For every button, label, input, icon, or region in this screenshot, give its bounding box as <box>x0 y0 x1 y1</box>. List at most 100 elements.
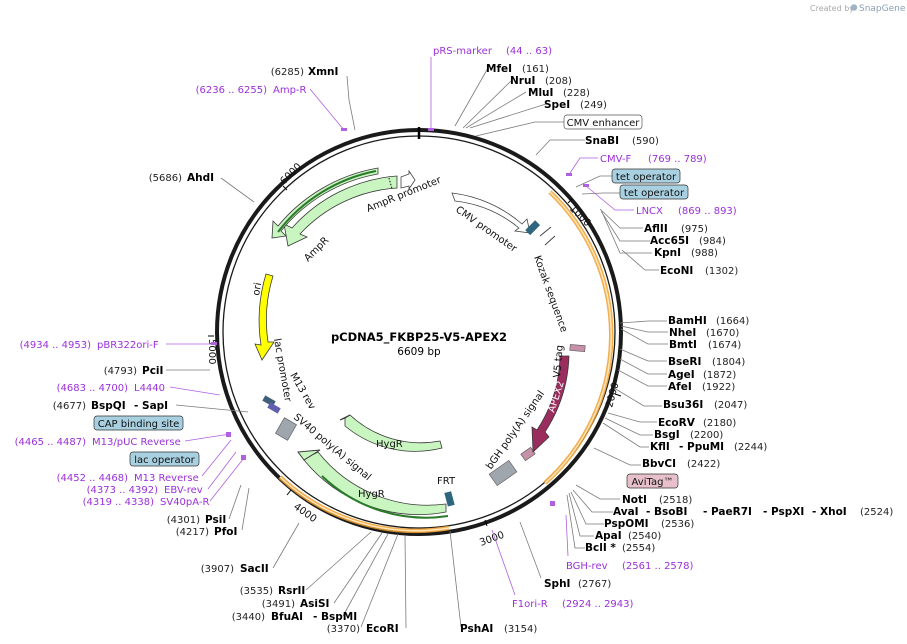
primer-m13rev-pos: (4452 .. 4468) <box>57 473 129 484</box>
site-kfli[interactable]: KflI <box>650 441 670 453</box>
primer-prsmarker[interactable]: pRS-marker <box>433 46 493 57</box>
site-ecorv[interactable]: EcoRV <box>658 417 696 429</box>
primer-bghrev[interactable]: BGH-rev <box>566 561 608 572</box>
primer-m13rev[interactable]: M13 Reverse <box>134 473 199 484</box>
cmv-enhancer-box[interactable] <box>563 114 643 130</box>
site-bfuai[interactable]: BfuAI <box>271 611 303 623</box>
site-bseri-pos: (1804) <box>712 357 745 368</box>
site-bsgi[interactable]: BsgI <box>654 429 680 441</box>
feature-ampr[interactable] <box>271 167 379 239</box>
site-bseri[interactable]: BseRI <box>668 356 701 368</box>
site-bsu36i[interactable]: Bsu36I <box>663 399 703 411</box>
site-rsrii[interactable]: RsrII <box>278 585 305 597</box>
site-xmni[interactable]: XmnI <box>308 66 338 78</box>
primer-l4440[interactable]: L4440 <box>134 383 165 394</box>
site-nrui-pos: (208) <box>545 76 572 87</box>
feature-frt <box>444 491 455 507</box>
site-nrui[interactable]: NruI <box>510 75 535 87</box>
primer-ebvrev[interactable]: EBV-rev <box>164 485 203 496</box>
feature-v5-tag <box>569 344 586 353</box>
site-pspxi[interactable]: - PspXI <box>763 506 804 518</box>
site-bfuai-pos: (3440) <box>232 612 265 623</box>
site-mfei[interactable]: MfeI <box>486 63 512 75</box>
label-kozak: Kozak sequence <box>531 254 569 334</box>
site-bbvci-pos: (2422) <box>687 459 720 470</box>
site-asisi[interactable]: AsiSI <box>300 598 329 610</box>
site-kpni[interactable]: KpnI <box>654 247 681 259</box>
site-sphi[interactable]: SphI <box>544 578 570 590</box>
site-noti[interactable]: NotI <box>622 494 647 506</box>
avitag-box[interactable] <box>626 473 679 489</box>
feature-small-arrow <box>400 169 416 191</box>
site-econi[interactable]: EcoNI <box>660 265 693 277</box>
site-agei[interactable]: AgeI <box>668 369 695 381</box>
lac-operator-box[interactable] <box>129 451 200 467</box>
site-bspqi[interactable]: BspQI <box>91 400 126 412</box>
primer-f1orir-pos: (2924 .. 2943) <box>562 599 634 610</box>
site-xhoi[interactable]: - XhoI <box>812 506 847 518</box>
label-frt: FRT <box>437 476 456 487</box>
site-pshai[interactable]: PshAI <box>460 623 493 635</box>
primer-lines <box>166 57 634 596</box>
site-acc65i-pos: (984) <box>699 236 726 247</box>
tick-3000: 3000 <box>478 530 506 549</box>
site-ecorv-pos: (2180) <box>703 418 736 429</box>
site-pspomi[interactable]: PspOMI <box>604 518 649 530</box>
site-bspmi[interactable]: - BspMI <box>313 611 357 623</box>
site-bsgi-pos: (2200) <box>690 430 723 441</box>
site-snabi[interactable]: SnaBI <box>585 135 619 147</box>
site-pfoi[interactable]: PfoI <box>214 526 237 538</box>
site-avai[interactable]: AvaI <box>613 506 639 518</box>
site-pshai-pos: (3154) <box>504 624 537 635</box>
site-acc65i[interactable]: Acc65I <box>650 235 689 247</box>
cap-binding-site-box[interactable] <box>93 415 184 431</box>
tet-operator-box-2[interactable] <box>619 184 689 200</box>
cmv-enhancer-label: CMV enhancer <box>567 118 641 129</box>
site-mlui[interactable]: MluI <box>528 87 553 99</box>
feature-hygr-2[interactable] <box>303 451 447 515</box>
feature-ampr-promoter[interactable] <box>283 175 398 247</box>
tet-operator-label-1: tet operator <box>616 172 677 183</box>
site-noti-pos: (2518) <box>659 495 692 506</box>
plasmid-name: pCDNA5_FKBP25-V5-APEX2 <box>331 330 507 345</box>
site-nhei[interactable]: NheI <box>669 327 696 339</box>
primer-l4440-pos: (4683 .. 4700) <box>57 383 129 394</box>
credit-prefix: Created by <box>810 4 854 13</box>
site-avai-pos: (2524) <box>860 507 893 518</box>
label-hygr-2: HygR <box>358 489 385 500</box>
tet-operator-label-2: tet operator <box>624 188 685 199</box>
tet-operator-box-1[interactable] <box>611 168 681 184</box>
site-sapi[interactable]: - SapI <box>134 400 168 412</box>
site-bbvci[interactable]: BbvCI <box>642 458 676 470</box>
site-bsobi[interactable]: - BsoBI <box>646 506 687 518</box>
primer-lncx[interactable]: LNCX <box>636 206 663 217</box>
primer-m13puc[interactable]: M13/pUC Reverse <box>92 437 181 448</box>
site-bcli[interactable]: BclI * <box>585 542 616 554</box>
site-sacii[interactable]: SacII <box>240 563 269 575</box>
primer-cmvf[interactable]: CMV-F <box>600 154 631 165</box>
label-lac-promoter: lac promoter <box>271 338 293 404</box>
label-v5: V5 tag <box>552 345 566 379</box>
primer-pbr322ori[interactable]: pBR322ori-F <box>97 340 159 351</box>
primer-sv40par[interactable]: SV40pA-R <box>160 497 209 508</box>
site-bmti[interactable]: BmtI <box>669 339 697 351</box>
site-afei[interactable]: AfeI <box>668 381 692 393</box>
site-paer7i[interactable]: - PaeR7I <box>703 506 752 518</box>
site-ecori[interactable]: EcoRI <box>366 623 399 635</box>
primer-bghrev-pos: (2561 .. 2578) <box>622 561 694 572</box>
primer-marks <box>211 128 589 506</box>
site-ahdi[interactable]: AhdI <box>187 172 214 184</box>
feature-ori[interactable] <box>254 273 275 361</box>
site-ppumi[interactable]: - PpuMI <box>679 441 724 453</box>
feature-apex2[interactable] <box>531 355 570 453</box>
site-pcii[interactable]: PciI <box>142 365 163 377</box>
site-psii-pos: (4301) <box>167 515 200 526</box>
site-aflii[interactable]: AflII <box>644 223 668 235</box>
site-spei[interactable]: SpeI <box>544 99 570 111</box>
primer-ampr[interactable]: Amp-R <box>273 85 307 96</box>
site-bamhi[interactable]: BamHI <box>668 315 707 327</box>
primer-f1orir[interactable]: F1ori-R <box>512 599 548 610</box>
site-psii[interactable]: PsiI <box>205 514 226 526</box>
site-apai[interactable]: ApaI <box>595 530 622 542</box>
feature-hygr-1[interactable] <box>344 414 443 452</box>
